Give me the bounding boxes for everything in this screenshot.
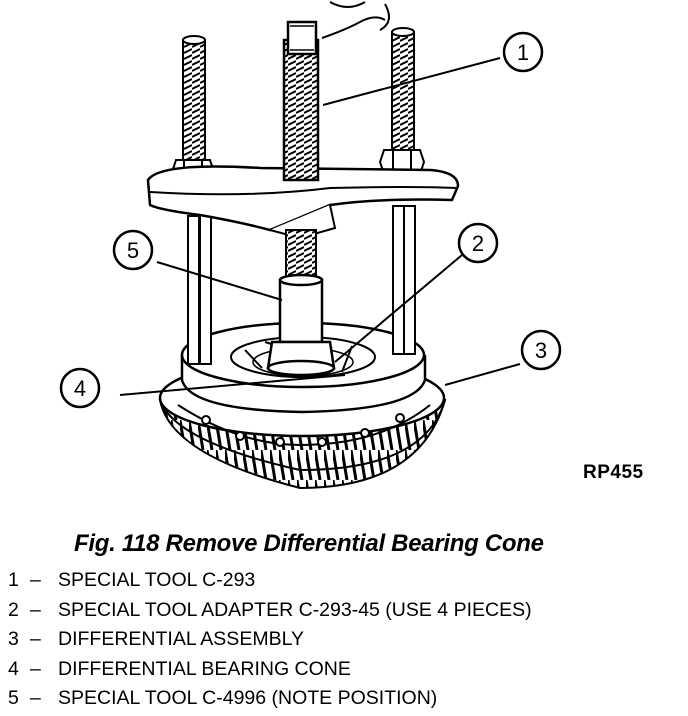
legend-item: 3–DIFFERENTIAL ASSEMBLY <box>8 625 532 655</box>
legend-number: 3 <box>8 628 19 650</box>
legend-list: 1–SPECIAL TOOL C-293 2–SPECIAL TOOL ADAP… <box>8 566 532 714</box>
forcing-screw <box>282 1 390 281</box>
legend-item: 5–SPECIAL TOOL C-4996 (NOTE POSITION) <box>8 684 532 714</box>
legend-number: 5 <box>8 687 19 709</box>
legend-text: SPECIAL TOOL C-4996 (NOTE POSITION) <box>58 687 438 709</box>
legend-number: 1 <box>8 569 19 591</box>
legend-number: 4 <box>8 657 19 680</box>
puller-legs <box>187 205 416 365</box>
puller-illustration: 1 2 3 4 5 <box>59 1 562 490</box>
callout-1: 1 <box>502 31 544 73</box>
callout-1-label: 1 <box>517 40 529 65</box>
legend-item: 1–SPECIAL TOOL C-293 <box>8 566 532 596</box>
figure-reference-code: RP455 <box>583 462 644 483</box>
legend-dash: – <box>30 657 41 680</box>
callout-2-label: 2 <box>472 231 484 256</box>
callout-3-label: 3 <box>535 338 547 363</box>
legend-dash: – <box>30 628 41 650</box>
legend-text: DIFFERENTIAL ASSEMBLY <box>58 628 304 650</box>
callout-4: 4 <box>59 367 101 409</box>
legend-item: 2–SPECIAL TOOL ADAPTER C-293-45 (USE 4 P… <box>8 596 532 626</box>
ring-gear-bolt-holes <box>201 413 405 447</box>
callout-5-label: 5 <box>127 238 139 263</box>
legend-dash: – <box>30 598 41 621</box>
legend-item: 4–DIFFERENTIAL BEARING CONE <box>8 655 532 685</box>
figure-caption: Fig. 118 Remove Differential Bearing Con… <box>74 530 544 557</box>
legend-text: DIFFERENTIAL BEARING CONE <box>58 657 351 680</box>
callout-3: 3 <box>520 329 562 371</box>
adapter-plug <box>266 273 336 377</box>
callout-5: 5 <box>112 229 154 271</box>
callout-4-label: 4 <box>74 376 86 401</box>
legend-text: SPECIAL TOOL ADAPTER C-293-45 (USE 4 PIE… <box>58 598 532 621</box>
legend-dash: – <box>30 687 41 709</box>
callout-2: 2 <box>457 222 499 264</box>
threaded-rods <box>182 27 415 165</box>
legend-dash: – <box>30 569 41 591</box>
legend-text: SPECIAL TOOL C-293 <box>58 569 256 591</box>
leader-lines <box>119 57 521 396</box>
callout-markers: 1 2 3 4 5 <box>59 31 562 409</box>
legend-number: 2 <box>8 598 19 621</box>
